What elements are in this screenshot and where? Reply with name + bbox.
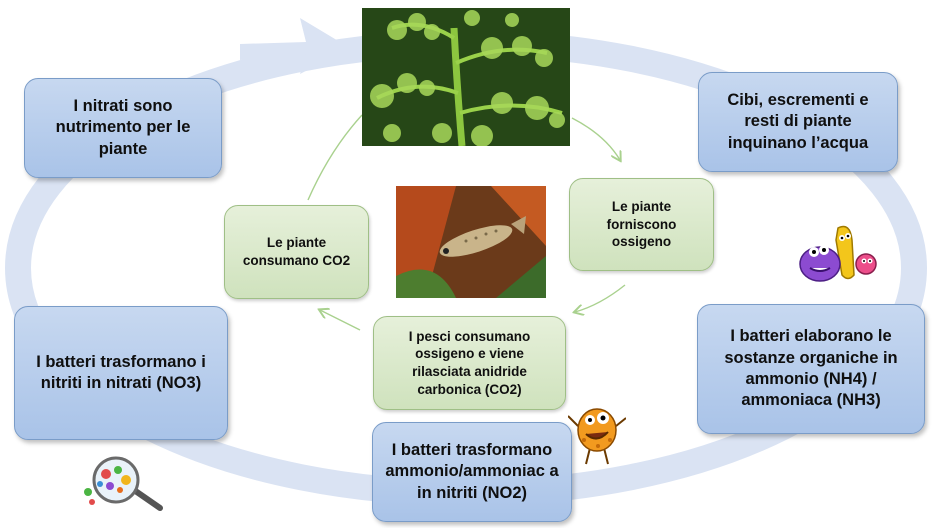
inner-arrow-plant-to-oxygen: [571, 117, 620, 160]
box-batteri-nitrati-text: I batteri trasformano i nitriti in nitra…: [36, 352, 206, 392]
box-piante-ossigeno: Le piante forniscono ossigeno: [569, 178, 714, 271]
bacteria-magnifier-cartoon: [82, 456, 164, 512]
box-piante-co2-text: Le piante consumano CO2: [242, 235, 351, 268]
box-batteri-nitriti: I batteri trasformano ammonio/ammoniac a…: [372, 422, 572, 522]
inner-arrow-oxygen-to-fish: [575, 284, 626, 312]
inner-arrow-co2-to-plant: [307, 114, 363, 201]
box-batteri-nitrati: I batteri trasformano i nitriti in nitra…: [14, 306, 228, 440]
box-pesci-ossigeno: I pesci consumano ossigeno e viene rilas…: [373, 316, 566, 410]
fish-photo: [396, 186, 546, 298]
box-batteri-ammonio: I batteri elaborano le sostanze organich…: [697, 304, 925, 434]
box-piante-ossigeno-text: Le piante forniscono ossigeno: [606, 199, 677, 250]
box-nitrati-nutrimento-text: I nitrati sono nutrimento per le piante: [55, 96, 191, 158]
bacteria-cartoon-group: [798, 220, 878, 286]
bacteria-cartoon-orange: [567, 398, 627, 466]
box-cibi-escrementi-text: Cibi, escrementi e resti di piante inqui…: [727, 90, 869, 152]
box-batteri-nitriti-text: I batteri trasformano ammonio/ammoniac a…: [385, 440, 559, 502]
box-cibi-escrementi: Cibi, escrementi e resti di piante inqui…: [698, 72, 898, 172]
box-piante-co2: Le piante consumano CO2: [224, 205, 369, 299]
box-pesci-ossigeno-text: I pesci consumano ossigeno e viene rilas…: [408, 328, 531, 397]
inner-arrow-fish-to-co2: [320, 310, 361, 331]
box-batteri-ammonio-text: I batteri elaborano le sostanze organich…: [724, 327, 898, 410]
aquatic-plant-photo: [362, 8, 570, 146]
box-nitrati-nutrimento: I nitrati sono nutrimento per le piante: [24, 78, 222, 178]
cycle-arrowhead: [240, 18, 350, 74]
